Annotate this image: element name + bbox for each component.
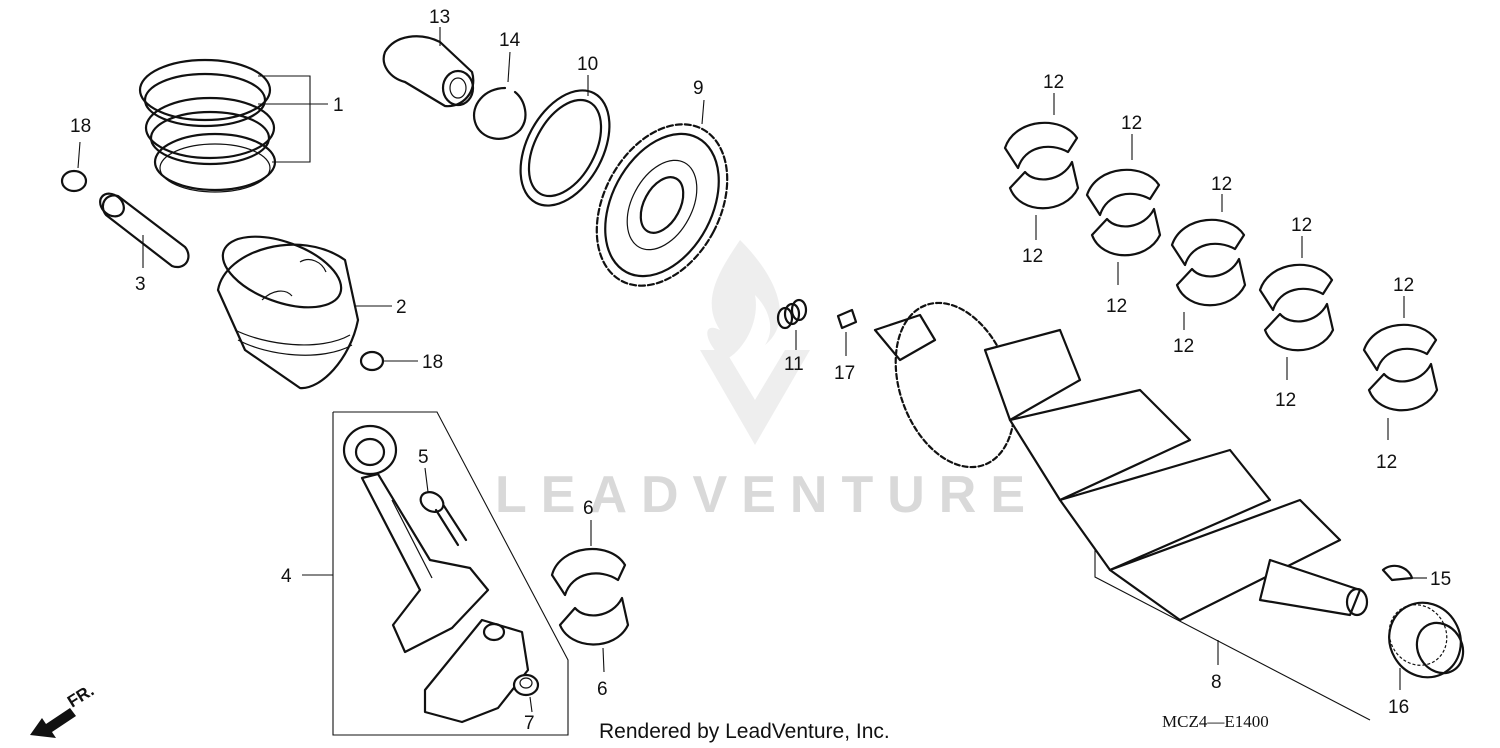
piston[interactable] xyxy=(213,223,360,390)
rod-bearing-lower[interactable] xyxy=(558,596,630,646)
woodruff-key[interactable] xyxy=(1381,564,1414,582)
arrow-icon xyxy=(30,708,76,738)
callout-12-i: 12 xyxy=(1393,275,1414,296)
callout-4: 4 xyxy=(281,566,292,587)
watermark-text: LEADVENTURE xyxy=(495,466,1039,524)
callout-14: 14 xyxy=(499,30,521,51)
credit-text: Rendered by LeadVenture, Inc. xyxy=(599,720,890,743)
crankshaft[interactable] xyxy=(873,286,1369,622)
callout-12-e: 12 xyxy=(1211,174,1232,195)
callout-12-c: 12 xyxy=(1121,113,1142,134)
callout-12-g: 12 xyxy=(1291,215,1312,236)
callout-16: 16 xyxy=(1388,697,1409,718)
callout-12-h: 12 xyxy=(1275,390,1296,411)
callout-6-bottom: 6 xyxy=(597,679,608,700)
spring[interactable] xyxy=(776,298,808,330)
diagram-code: MCZ4—E1400 xyxy=(1162,712,1269,731)
connecting-rod[interactable] xyxy=(342,424,490,654)
callout-12-f: 12 xyxy=(1173,336,1194,357)
callout-15: 15 xyxy=(1430,569,1451,590)
callout-11: 11 xyxy=(784,354,804,375)
rod-bearing-upper[interactable] xyxy=(550,547,627,597)
needle-bearing[interactable] xyxy=(382,35,475,108)
flame-logo-icon xyxy=(700,240,810,445)
callout-12-b: 12 xyxy=(1022,246,1043,267)
watermark: LEADVENTURE xyxy=(495,240,1039,524)
thrust-washer[interactable] xyxy=(502,75,627,220)
callout-12-j: 12 xyxy=(1376,452,1397,473)
sprocket[interactable] xyxy=(570,102,753,308)
piston-pin[interactable] xyxy=(96,189,190,269)
callout-7: 7 xyxy=(524,713,535,734)
callout-18-top: 18 xyxy=(70,116,91,137)
piston-pin-clip-right[interactable] xyxy=(359,350,385,372)
piston-pin-clip[interactable] xyxy=(60,169,88,193)
callout-10: 10 xyxy=(577,54,598,75)
callout-1: 1 xyxy=(333,95,344,116)
rod-bolt[interactable] xyxy=(417,488,468,547)
direction-label: FR. xyxy=(64,681,97,712)
dowel[interactable] xyxy=(836,308,858,330)
callout-8: 8 xyxy=(1211,672,1222,693)
callout-2: 2 xyxy=(396,297,407,318)
end-bearing[interactable] xyxy=(1376,590,1475,691)
callout-13: 13 xyxy=(429,7,450,28)
callout-5: 5 xyxy=(418,447,429,468)
rod-nut[interactable] xyxy=(512,673,540,697)
rod-assembly-frame xyxy=(332,411,569,736)
main-bearing-set[interactable] xyxy=(1003,121,1439,412)
callout-12-d: 12 xyxy=(1106,296,1127,317)
callout-17: 17 xyxy=(834,363,855,384)
circlip[interactable] xyxy=(472,86,527,140)
callout-12-a: 12 xyxy=(1043,72,1064,93)
callout-18-right: 18 xyxy=(422,352,443,373)
callout-3: 3 xyxy=(135,274,146,295)
callout-6-top: 6 xyxy=(583,498,594,519)
rod-cap[interactable] xyxy=(423,618,530,724)
piston-ring-set[interactable] xyxy=(138,58,277,193)
main-bearing-leaders xyxy=(1035,93,1405,440)
callout-9: 9 xyxy=(693,78,704,99)
